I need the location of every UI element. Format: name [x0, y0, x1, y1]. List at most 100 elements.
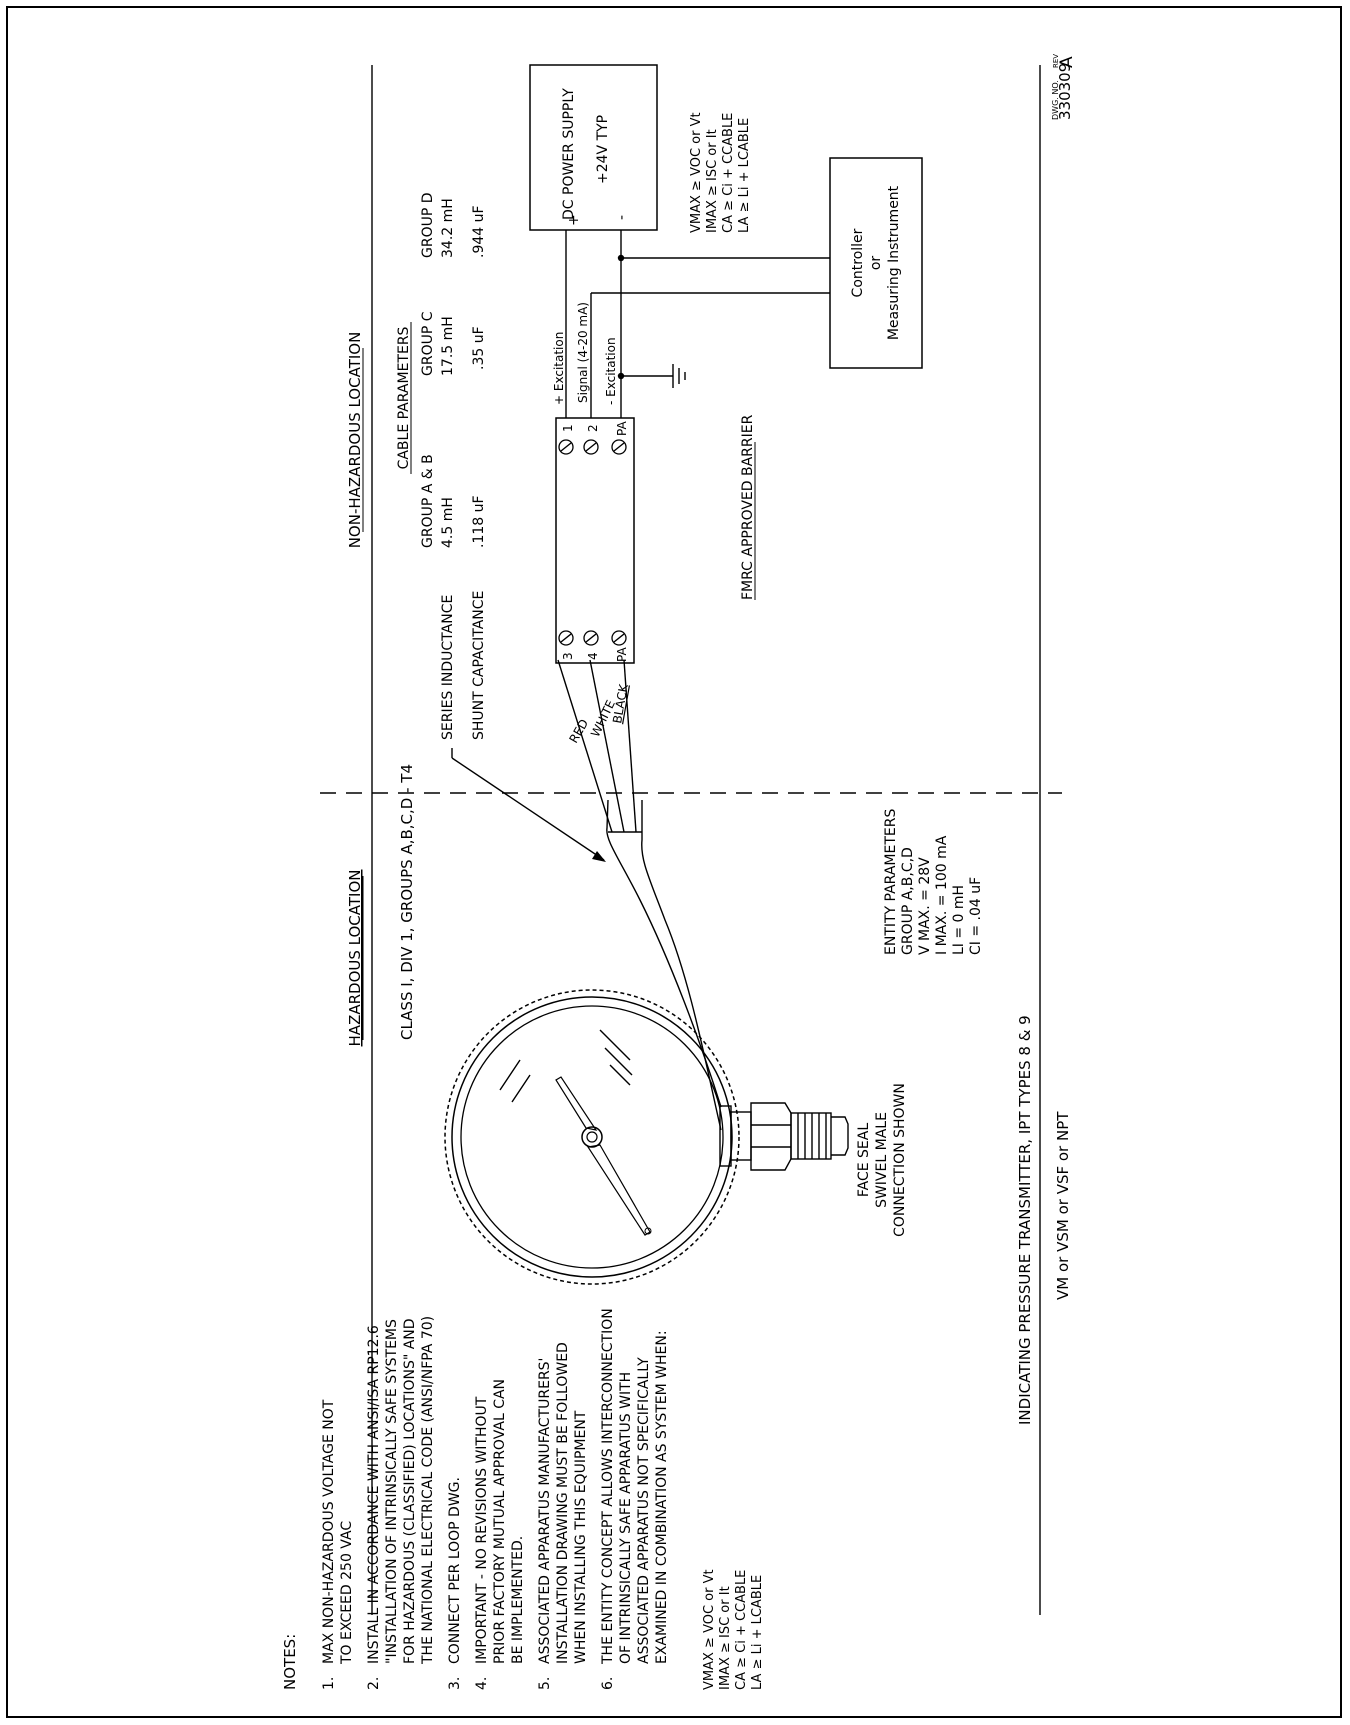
svg-text:I MAX. = 100 mA: I MAX. = 100 mA — [934, 835, 950, 955]
cable-group-d: GROUP D 34.2 mH .944 uF — [420, 192, 487, 258]
svg-text:GROUP A,B,C,D: GROUP A,B,C,D — [900, 847, 916, 955]
product-title: INDICATING PRESSURE TRANSMITTER, IPT TYP… — [1016, 1015, 1034, 1425]
entity-equation: LA ≥ Li + LCABLE — [750, 1575, 765, 1690]
svg-text:VM or VSM or VSF or NPT: VM or VSM or VSF or NPT — [1054, 1111, 1072, 1300]
dwg-number: 330309 — [1056, 63, 1074, 120]
note-5-num: 5. — [537, 1677, 553, 1690]
gauge-face — [460, 1005, 724, 1269]
glass-reflection — [511, 1074, 531, 1103]
cable-group-c: GROUP C 17.5 mH .35 uF — [420, 311, 487, 376]
note-6-line: EXAMINED IN COMBINATION AS SYSTEM WHEN: — [654, 1330, 670, 1664]
svg-text:CLASS I, DIV 1, GROUPS A,B,C,D: CLASS I, DIV 1, GROUPS A,B,C,D - T4 — [398, 764, 416, 1040]
svg-text:4.5 mH: 4.5 mH — [440, 497, 456, 548]
svg-text:GROUP A & B: GROUP A & B — [420, 454, 436, 548]
svg-text:DC POWER SUPPLY: DC POWER SUPPLY — [561, 88, 577, 220]
terminal-screw-icon — [611, 630, 627, 646]
cable-jacket-edge — [606, 799, 722, 1108]
svg-text:LA ≥ Li + LCABLE: LA ≥ Li + LCABLE — [737, 118, 752, 233]
svg-text:FACE SEAL: FACE SEAL — [856, 1123, 872, 1197]
terminal-label: 1 — [561, 424, 575, 432]
title-block: DWG. NO. 330309 REV A — [1051, 54, 1077, 120]
entity-equation: CA ≥ Ci + CCABLE — [734, 1570, 749, 1690]
svg-text:BLACK: BLACK — [610, 682, 631, 724]
note-6-line: OF INTRINSICALLY SAFE APPARATUS WITH — [618, 1372, 634, 1664]
power-supply-minus: - — [614, 215, 630, 220]
connection-note: FACE SEAL SWIVEL MALE CONNECTION SHOWN — [856, 1083, 908, 1237]
wire-label-black: BLACK — [610, 682, 631, 724]
hazardous-class-text: CLASS I, DIV 1, GROUPS A,B,C,D - T4 — [398, 764, 416, 1040]
wire-black — [623, 659, 637, 833]
note-2-line: "INSTALLATION OF INTRINSICALLY SAFE SYST… — [384, 1319, 400, 1664]
svg-text:.944 uF: .944 uF — [471, 205, 487, 258]
svg-text:CI = .04 uF: CI = .04 uF — [968, 877, 984, 955]
terminal-label: 2 — [586, 424, 600, 432]
note-2-line: THE NATIONAL ELECTRICAL CODE (ANSI/NFPA … — [420, 1316, 436, 1665]
svg-text:.118 uF: .118 uF — [471, 495, 487, 548]
terminal-label: PA — [615, 421, 629, 436]
terminal-label: 4 — [586, 652, 600, 660]
svg-text:SERIES INDUCTANCE: SERIES INDUCTANCE — [440, 595, 456, 740]
svg-text:+ Excitation: + Excitation — [552, 332, 566, 405]
svg-text:.35 uF: .35 uF — [471, 326, 487, 370]
entity-parameters: ENTITY PARAMETERS GROUP A,B,C,D V MAX. =… — [883, 809, 984, 955]
label-plus-excitation: + Excitation — [552, 332, 566, 405]
svg-text:SWIVEL MALE: SWIVEL MALE — [874, 1112, 890, 1208]
dwg-no-label: DWG. NO. — [1051, 80, 1060, 120]
wire-white — [589, 659, 625, 833]
note-1-line: TO EXCEED 250 VAC — [339, 1521, 355, 1665]
barrier-box — [555, 417, 635, 664]
glass-reflection — [604, 1047, 633, 1076]
svg-text:IMAX ≥ ISC or It: IMAX ≥ ISC or It — [705, 129, 720, 233]
svg-text:FMRC APPROVED BARRIER: FMRC APPROVED BARRIER — [740, 414, 756, 600]
wire-red — [557, 659, 613, 833]
svg-text:CA ≥ Ci + CCABLE: CA ≥ Ci + CCABLE — [721, 113, 736, 233]
svg-text:VMAX ≥ VOC or Vt: VMAX ≥ VOC or Vt — [689, 112, 704, 233]
svg-text:Signal (4-20 mA): Signal (4-20 mA) — [576, 302, 590, 403]
junction-dot — [617, 254, 625, 262]
note-5-line: INSTALLATION DRAWING MUST BE FOLLOWED — [555, 1342, 571, 1664]
sheet-border — [6, 6, 1342, 1718]
svg-text:GROUP D: GROUP D — [420, 192, 436, 258]
svg-text:CONNECTION SHOWN: CONNECTION SHOWN — [892, 1083, 908, 1237]
gauge-knurl-ring — [444, 989, 740, 1285]
dc-power-supply-box — [529, 64, 658, 231]
notes-block: NOTES: 1. MAX NON-HAZARDOUS VOLTAGE NOT … — [281, 1308, 765, 1690]
note-4-num: 4. — [474, 1677, 490, 1690]
terminal-label: 3 — [561, 652, 575, 660]
controller-label: Controller or Measuring Instrument — [850, 185, 902, 340]
hazardous-location-title: HAZARDOUS LOCATION — [346, 870, 364, 1047]
terminal-screw-icon — [558, 630, 574, 646]
svg-text:V MAX. = 28V: V MAX. = 28V — [917, 857, 933, 955]
note-2-line: FOR HAZARDOUS (CLASSIFIED) LOCATIONS" AN… — [402, 1318, 418, 1664]
svg-text:INDICATING PRESSURE TRANSMITTE: INDICATING PRESSURE TRANSMITTER, IPT TYP… — [1016, 1015, 1034, 1425]
gauge-pointer-tail — [555, 1076, 598, 1131]
cable-jacket-edge — [641, 800, 722, 1131]
gauge-pointer — [586, 1144, 651, 1236]
svg-text:+: + — [566, 214, 582, 226]
cable-parameters-title: CABLE PARAMETERS — [396, 322, 412, 474]
notes-heading: NOTES: — [281, 1634, 299, 1690]
terminal-label: PA — [615, 647, 629, 662]
terminal-screw-icon — [558, 439, 574, 455]
note-4-line: PRIOR FACTORY MUTUAL APPROVAL CAN — [492, 1379, 508, 1664]
barrier-label: FMRC APPROVED BARRIER — [740, 414, 756, 600]
power-supply-label: DC POWER SUPPLY +24V TYP — [561, 88, 611, 220]
svg-text:LI = 0 mH: LI = 0 mH — [951, 885, 967, 955]
wire-label-red: RED — [566, 717, 591, 746]
svg-text:- Excitation: - Excitation — [604, 337, 618, 405]
barrier-terminals-hazardous: 3 4 PA — [558, 630, 629, 662]
power-supply-plus: + — [566, 214, 582, 226]
svg-text:+24V TYP: +24V TYP — [595, 115, 611, 184]
note-5-line: WHEN INSTALLING THIS EQUIPMENT — [573, 1410, 589, 1664]
svg-text:GROUP C: GROUP C — [420, 311, 436, 376]
note-4-line: IMPORTANT - NO REVISIONS WITHOUT — [474, 1396, 490, 1664]
ground-icon — [672, 364, 686, 388]
gauge-hub — [581, 1126, 603, 1148]
label-minus-excitation: - Excitation — [604, 337, 618, 405]
svg-text:HAZARDOUS LOCATION: HAZARDOUS LOCATION — [346, 870, 364, 1047]
gauge-bezel — [451, 996, 733, 1278]
note-6-line: ASSOCIATED APPARATUS NOT SPECIFICALLY — [636, 1357, 652, 1664]
svg-text:CABLE PARAMETERS: CABLE PARAMETERS — [396, 326, 412, 469]
svg-text:ENTITY PARAMETERS: ENTITY PARAMETERS — [883, 809, 899, 955]
